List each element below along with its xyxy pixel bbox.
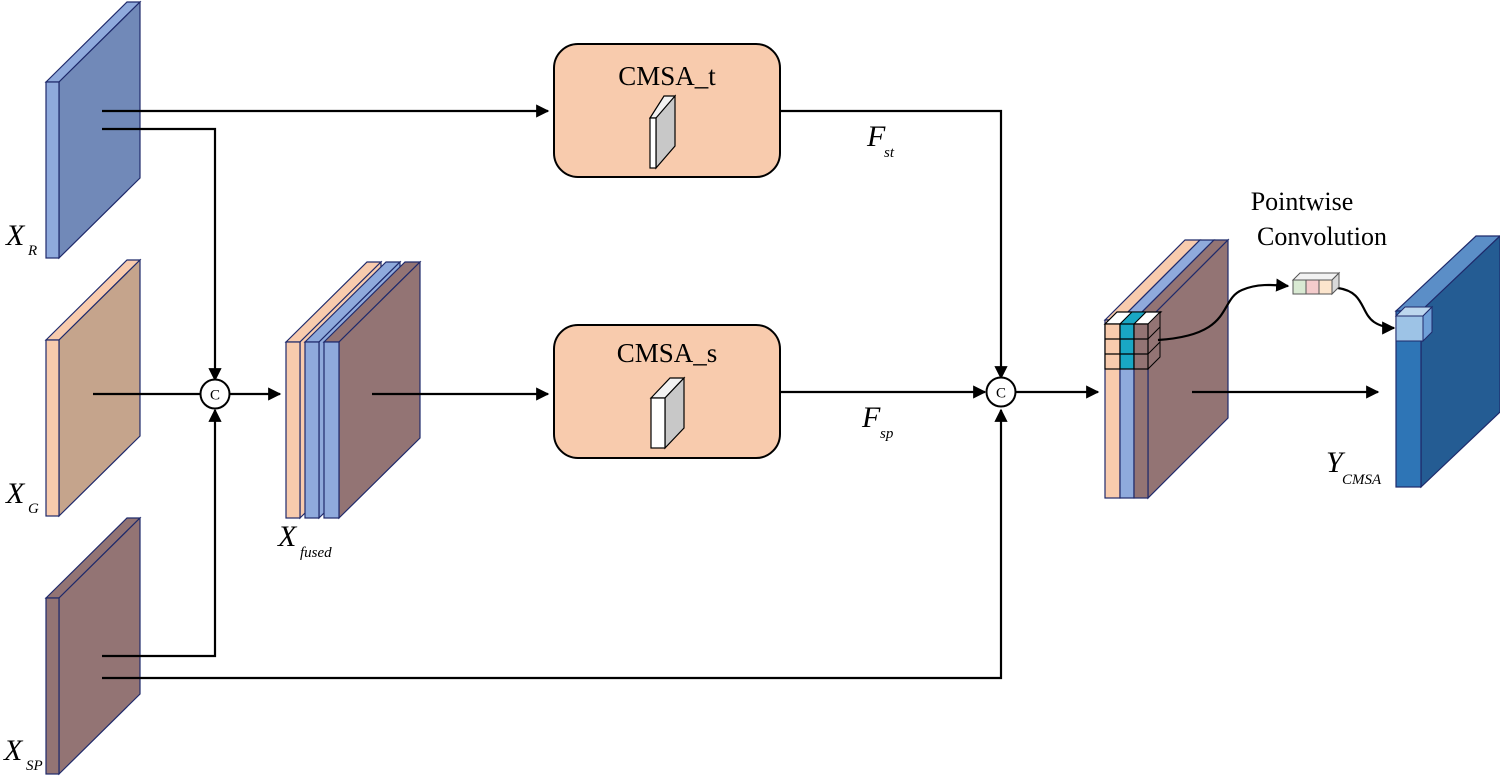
concat-1-symbol: C	[210, 388, 220, 404]
wire-cmsa-t-to-concat2	[780, 109, 1008, 380]
x-sp-block	[44, 516, 142, 776]
wire-xsp-to-concat2	[102, 408, 1008, 680]
cmsa-t-slab-icon	[648, 94, 677, 170]
cmsa-t-box: CMSA_t	[553, 43, 781, 178]
x-fused-sub: fused	[300, 545, 332, 561]
cmsa-t-title: CMSA_t	[618, 61, 716, 91]
pointwise-label-line1: Pointwise	[1251, 187, 1354, 216]
y-cmsa-label: Y	[1326, 446, 1346, 479]
x-r-label: X	[5, 219, 26, 252]
y-cmsa-block	[1394, 235, 1500, 489]
pointwise-kernel-icon	[1291, 271, 1341, 296]
cmsa-s-title: CMSA_s	[617, 338, 718, 368]
f-st-label: F	[866, 120, 886, 153]
f-sp-sub: sp	[880, 426, 894, 442]
concat-feature-stack	[1103, 238, 1230, 500]
x-g-sub: G	[28, 501, 39, 517]
wire-xsp-to-concat	[102, 408, 222, 658]
cmsa-s-cube-icon	[649, 376, 686, 450]
f-sp-label: F	[861, 401, 881, 434]
wire-xr-to-concat	[102, 127, 222, 382]
f-st-sub: st	[884, 145, 895, 161]
concat-2-symbol: C	[996, 386, 1006, 402]
wire-pointwise-to-output	[1337, 286, 1396, 335]
concat-node-2: C	[985, 376, 1017, 408]
x-fused-label: X	[277, 520, 298, 553]
x-sp-label: X	[3, 734, 24, 767]
x-fused-block	[284, 260, 422, 520]
y-cmsa-sub: CMSA	[1342, 472, 1382, 488]
x-g-label: X	[5, 477, 26, 510]
wire-stack-to-pointwise	[1157, 278, 1290, 342]
pointwise-label-line2: Convolution	[1257, 222, 1387, 251]
concat-node-1: C	[199, 378, 231, 410]
x-sp-sub: SP	[26, 758, 43, 774]
x-r-block	[44, 0, 142, 260]
x-r-sub: R	[27, 243, 37, 259]
cmsa-s-box: CMSA_s	[553, 324, 781, 459]
x-g-block	[44, 258, 142, 518]
